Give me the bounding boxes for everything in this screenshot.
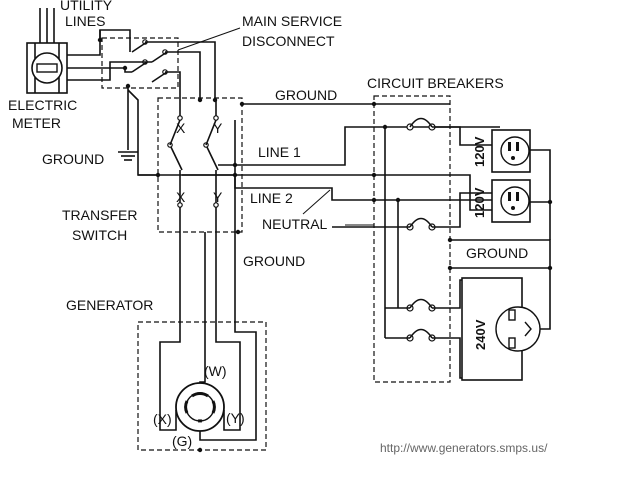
label-ground-bottom: GROUND: [243, 253, 305, 269]
label-line1: LINE 1: [258, 144, 301, 160]
meter-to-disconnect-wires: [67, 29, 130, 81]
label-ground-left: GROUND: [42, 151, 104, 167]
breaker-240-a: [406, 298, 436, 312]
label-transfer-switch-1: TRANSFER: [62, 207, 137, 223]
label-gen-x: (X): [153, 411, 172, 427]
main-disconnect-box: [101, 37, 179, 89]
label-gen-g: (G): [172, 433, 192, 449]
label-x-bottom: X: [176, 189, 186, 205]
generator-wires: [159, 207, 257, 441]
generator-outlet-icon: [175, 382, 225, 432]
meter-ground-wire: [118, 85, 158, 176]
breaker-240-b: [406, 328, 436, 342]
label-line2: LINE 2: [250, 190, 293, 206]
neutral-wire: [138, 174, 500, 211]
label-ground-top: GROUND: [275, 87, 337, 103]
outlet-240v: [461, 277, 541, 381]
label-outlet-120-a: 120V: [472, 136, 487, 167]
main-disconnect-switches: [108, 29, 216, 100]
line1-wire: [218, 126, 500, 166]
label-outlet-120-b: 120V: [472, 187, 487, 218]
label-utility-lines-1: UTILITY: [60, 0, 113, 13]
label-gen-w: (W): [204, 363, 227, 379]
label-ground-right: GROUND: [466, 245, 528, 261]
label-gen-y: (Y): [226, 410, 245, 426]
label-outlet-240: 240V: [473, 319, 488, 350]
label-utility-lines-2: LINES: [65, 13, 105, 29]
label-main-service-1: MAIN SERVICE: [242, 13, 342, 29]
label-transfer-switch-2: SWITCH: [72, 227, 127, 243]
label-neutral: NEUTRAL: [262, 216, 328, 232]
label-electric-meter-2: METER: [12, 115, 61, 131]
source-url: http://www.generators.smps.us/: [380, 441, 548, 455]
label-main-service-2: DISCONNECT: [242, 33, 335, 49]
label-x-top: X: [176, 120, 186, 136]
label-y-bottom: Y: [213, 189, 223, 205]
label-y-top: Y: [213, 120, 223, 136]
label-circuit-breakers: CIRCUIT BREAKERS: [367, 75, 504, 91]
line2-wire: [182, 174, 500, 201]
electric-meter-icon: [26, 42, 68, 94]
outlet-120v-top: [491, 129, 531, 173]
breaker-mid: [332, 217, 436, 231]
utility-line-wires: [39, 8, 55, 43]
label-electric-meter-1: ELECTRIC: [8, 97, 77, 113]
label-generator: GENERATOR: [66, 297, 153, 313]
outlet-120v-bottom: [491, 179, 531, 223]
breaker-top: [406, 117, 436, 131]
junction-dots: [97, 37, 553, 453]
